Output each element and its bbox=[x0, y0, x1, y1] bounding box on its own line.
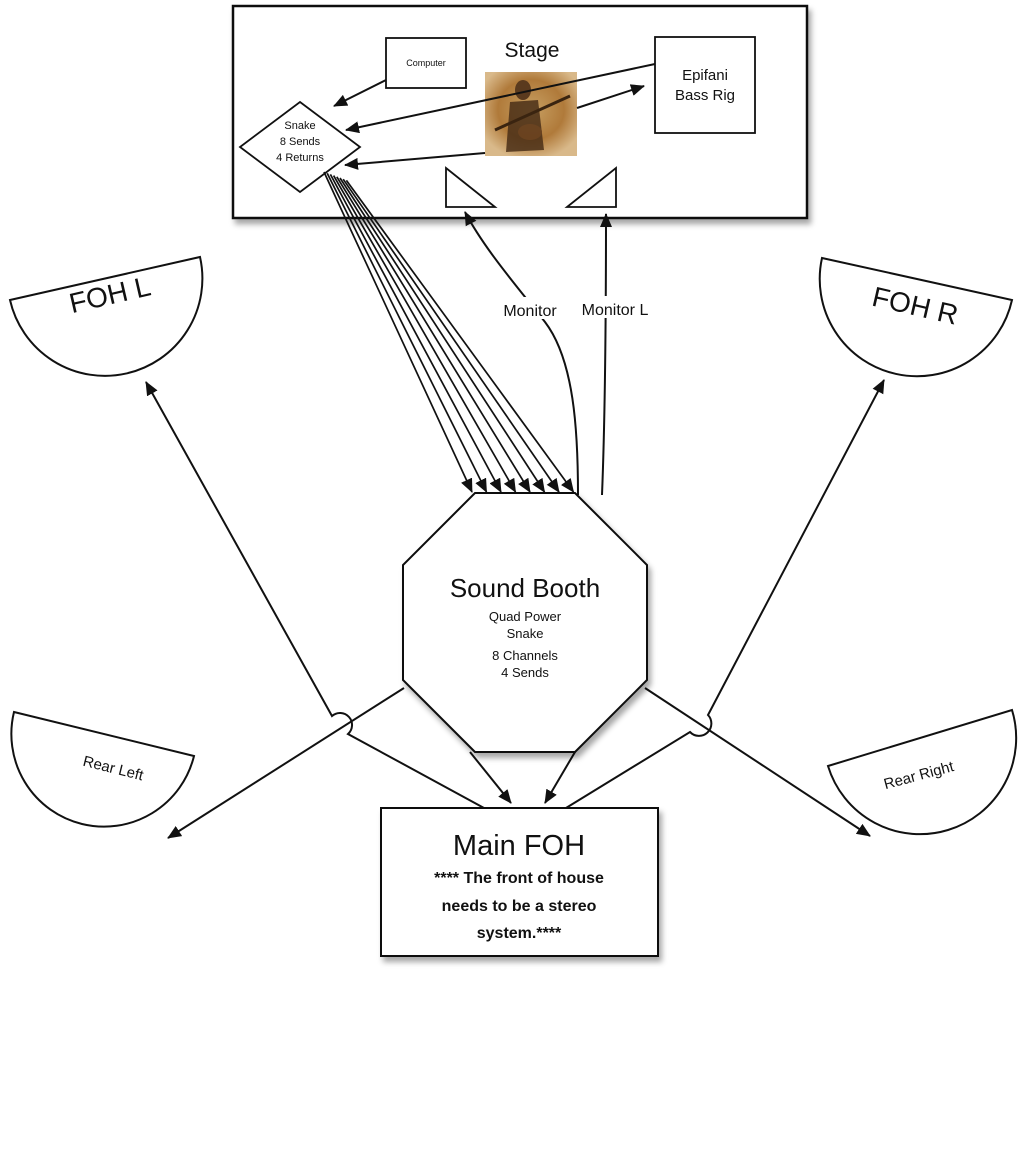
snake-line-1: Snake bbox=[284, 120, 315, 132]
monitor-label-bg-left bbox=[495, 297, 565, 319]
booth-detail-2: Snake bbox=[507, 626, 544, 641]
main-foh[interactable]: Main FOH **** The front of house needs t… bbox=[380, 807, 659, 957]
computer-label: Computer bbox=[406, 58, 446, 68]
monitor-label-bg-right bbox=[572, 296, 658, 318]
foh-left-speaker[interactable]: FOH L bbox=[8, 255, 204, 377]
bass-rig-box[interactable] bbox=[654, 36, 756, 134]
snake-channel-line bbox=[332, 175, 517, 493]
bass-player-photo bbox=[485, 72, 577, 156]
snake-channel-line bbox=[336, 176, 531, 493]
monitor-feed-left bbox=[464, 211, 579, 496]
monitor-label-right: Monitor L bbox=[582, 302, 649, 319]
rear-right-speaker[interactable]: Rear Right bbox=[826, 708, 1018, 836]
snake-channel-line bbox=[339, 177, 546, 493]
foh-right-speaker[interactable]: FOH R bbox=[818, 256, 1014, 378]
snake-channel-line bbox=[323, 171, 473, 493]
booth-detail-1: Quad Power bbox=[489, 609, 562, 624]
arrow-player-to-bassrig bbox=[576, 84, 645, 109]
line-mainfoh-to-foh-right bbox=[565, 379, 885, 809]
snake-bundle bbox=[323, 171, 575, 493]
stage-title: Stage bbox=[505, 39, 560, 62]
rear-left-speaker[interactable]: Rear Left bbox=[10, 710, 196, 828]
snake-diamond[interactable] bbox=[238, 100, 362, 194]
arrow-computer-to-snake bbox=[333, 79, 387, 107]
computer-box[interactable] bbox=[385, 37, 467, 89]
line-booth-to-mainfoh-right bbox=[544, 751, 576, 804]
arrow-bassrig-to-snake bbox=[345, 63, 656, 134]
booth-title: Sound Booth bbox=[450, 573, 600, 603]
bass-rig-line-2: Bass Rig bbox=[675, 87, 735, 104]
snake-line-2: 8 Sends bbox=[280, 136, 321, 148]
booth-detail-4: 4 Sends bbox=[501, 665, 549, 680]
snake-channel-line bbox=[329, 173, 502, 493]
line-booth-to-rear-left bbox=[167, 687, 405, 839]
line-mainfoh-to-foh-left bbox=[145, 381, 485, 809]
main-foh-note-2: needs to be a stereo bbox=[442, 898, 597, 915]
monitor-feed-right bbox=[599, 213, 612, 496]
monitor-label-left: Monitor bbox=[503, 303, 557, 320]
booth-detail-3: 8 Channels bbox=[492, 648, 558, 663]
snake-channel-line bbox=[345, 179, 575, 493]
snake-line-3: 4 Returns bbox=[276, 152, 324, 164]
bass-rig-line-1: Epifani bbox=[682, 67, 728, 84]
snake-channel-line bbox=[326, 172, 488, 493]
arrow-player-to-snake bbox=[344, 152, 486, 170]
main-foh-note-1: **** The front of house bbox=[434, 870, 604, 887]
line-booth-to-mainfoh-left bbox=[469, 751, 512, 804]
line-booth-to-rear-right bbox=[644, 687, 871, 837]
monitor-wedge-left[interactable] bbox=[445, 166, 498, 208]
stage-area: Stage Computer Snake 8 Sends 4 Returns E… bbox=[231, 4, 809, 220]
sound-booth[interactable]: Sound Booth Quad Power Snake 8 Channels … bbox=[402, 492, 648, 753]
monitor-wedge-right[interactable] bbox=[564, 166, 617, 208]
main-foh-title: Main FOH bbox=[453, 830, 585, 862]
snake-channel-line bbox=[342, 178, 560, 493]
main-foh-note-3: system.**** bbox=[477, 925, 562, 942]
